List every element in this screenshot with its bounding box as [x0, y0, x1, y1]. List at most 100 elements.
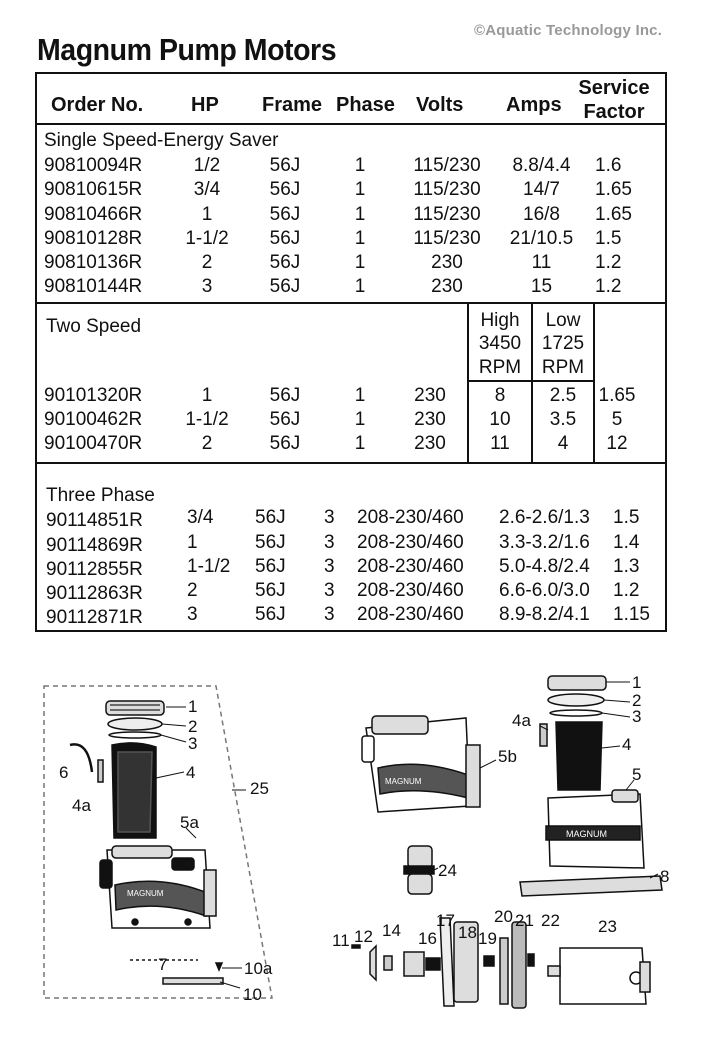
- single-row-frame: 56J: [269, 276, 301, 297]
- single-row-volts: 115/230: [413, 204, 481, 225]
- page-title: Magnum Pump Motors: [37, 32, 337, 67]
- high-rpm-unit: RPM: [478, 357, 522, 378]
- label-right-20: 20: [494, 907, 513, 926]
- two-speed-row-phase: 1: [354, 433, 366, 454]
- o-ring-icon: [108, 731, 162, 739]
- motor-spec-table: Order No. HP Frame Phase Volts Amps Serv…: [35, 72, 667, 632]
- section-single-speed: Single Speed-Energy Saver: [44, 130, 279, 151]
- three-phase-row-amps: 8.9-8.2/4.1: [499, 604, 590, 625]
- three-phase-row-order: 90114851R: [46, 510, 143, 531]
- three-phase-row-volts: 208-230/460: [357, 580, 464, 601]
- unions-icon: [403, 845, 435, 895]
- label-left-25: 25: [250, 779, 269, 798]
- motor-icon: [559, 947, 647, 1005]
- header-hp: HP: [191, 94, 219, 116]
- strainer-cover-icon: [465, 744, 481, 808]
- single-speed-divider: [37, 302, 665, 304]
- label-right-5b: 5b: [498, 747, 517, 766]
- single-row-phase: 1: [354, 179, 366, 200]
- single-row-phase: 1: [354, 155, 366, 176]
- three-phase-row-order: 90112863R: [46, 583, 143, 604]
- base-icon: [519, 875, 663, 897]
- right-brand-text: MAGNUM: [385, 777, 422, 786]
- single-row-order: 90810136R: [44, 252, 143, 273]
- three-phase-row-order: 90112855R: [46, 559, 143, 580]
- single-row-frame: 56J: [269, 252, 301, 273]
- three-phase-row-service-factor: 1.3: [613, 556, 640, 577]
- motor-seal-stack: [351, 917, 651, 1009]
- single-row-amps: 16/8: [523, 204, 560, 225]
- single-row-frame: 56J: [269, 204, 301, 225]
- two-speed-row-frame: 56J: [269, 385, 301, 406]
- right-pump-body: MAGNUM: [361, 715, 481, 813]
- three-phase-row-volts: 208-230/460: [357, 507, 464, 528]
- label-right-12: 12: [354, 927, 373, 946]
- three-phase-row-frame: 56J: [255, 507, 286, 528]
- right-magnum-label: MAGNUM: [566, 829, 607, 839]
- single-row-hp: 1-1/2: [185, 228, 229, 249]
- two-speed-row-volts: 230: [414, 409, 446, 430]
- three-phase-row-hp: 2: [187, 580, 198, 601]
- drain-rod-icon: [162, 977, 224, 985]
- two-speed-row-service-factor: 5: [611, 409, 623, 430]
- inlet-icon: [99, 859, 113, 889]
- label-right-4a: 4a: [512, 711, 531, 730]
- two-speed-row-volts: 230: [414, 385, 446, 406]
- two-speed-row-hp: 2: [201, 433, 213, 454]
- label-right-24: 24: [438, 861, 457, 880]
- label-right-17: 17: [436, 911, 455, 930]
- two-speed-vline-2: [531, 302, 533, 462]
- left-pump-assembly: MAGNUM: [69, 700, 224, 985]
- three-phase-row-service-factor: 1.5: [613, 507, 640, 528]
- single-row-service-factor: 1.6: [595, 155, 622, 176]
- label-right-1: 1: [632, 673, 641, 692]
- two-speed-row-service-factor: 12: [606, 433, 628, 454]
- right-lid-ring-icon: [547, 675, 607, 691]
- three-phase-row-frame: 56J: [255, 532, 286, 553]
- low-rpm-unit: RPM: [541, 357, 585, 378]
- two-speed-divider: [37, 462, 665, 464]
- single-row-amps: 11: [531, 252, 552, 273]
- two-speed-row-high-amps: 11: [490, 433, 510, 454]
- two-speed-vline-3: [593, 302, 595, 462]
- label-left-10: 10: [243, 985, 262, 1004]
- label-right-18: 18: [458, 923, 477, 942]
- three-phase-row-phase: 3: [324, 556, 335, 577]
- label-right-19: 19: [478, 929, 497, 948]
- single-row-volts: 230: [431, 252, 463, 273]
- three-phase-row-frame: 56J: [255, 604, 286, 625]
- single-row-frame: 56J: [269, 155, 301, 176]
- two-speed-row-phase: 1: [354, 385, 366, 406]
- single-row-service-factor: 1.2: [595, 276, 622, 297]
- single-row-frame: 56J: [269, 179, 301, 200]
- three-phase-row-volts: 208-230/460: [357, 556, 464, 577]
- two-speed-row-hp: 1: [201, 385, 213, 406]
- label-left-2: 2: [188, 717, 197, 736]
- single-row-volts: 230: [431, 276, 463, 297]
- two-speed-row-order: 90101320R: [44, 385, 143, 406]
- label-right-3: 3: [632, 707, 641, 726]
- three-phase-row-phase: 3: [324, 532, 335, 553]
- label-left-4: 4: [186, 763, 195, 782]
- two-speed-row-order: 90100462R: [44, 409, 143, 430]
- three-phase-row-amps: 2.6-2.6/1.3: [499, 507, 590, 528]
- two-speed-row-low-amps: 2.5: [549, 385, 577, 406]
- single-row-hp: 3: [201, 276, 213, 297]
- three-phase-row-amps: 5.0-4.8/2.4: [499, 556, 590, 577]
- left-brand-text: MAGNUM: [127, 889, 164, 898]
- label-right-11: 11: [332, 931, 350, 950]
- single-row-amps: 21/10.5: [509, 228, 574, 249]
- two-speed-vline-1: [467, 302, 469, 462]
- single-row-order: 90810144R: [44, 276, 143, 297]
- exploded-parts-diagram: MAGNUM MAGNUM MAGNUM: [43, 673, 669, 1009]
- rpm-divider: [467, 380, 595, 382]
- two-speed-row-service-factor: 1.65: [598, 385, 636, 406]
- single-row-service-factor: 1.2: [595, 252, 622, 273]
- header-order-no: Order No.: [51, 94, 144, 116]
- label-left-7: 7: [158, 955, 167, 974]
- single-row-frame: 56J: [269, 228, 301, 249]
- two-speed-row-frame: 56J: [269, 409, 301, 430]
- single-row-order: 90810615R: [44, 179, 143, 200]
- header-frame: Frame: [262, 94, 323, 116]
- drain-plug-icon: [171, 857, 195, 871]
